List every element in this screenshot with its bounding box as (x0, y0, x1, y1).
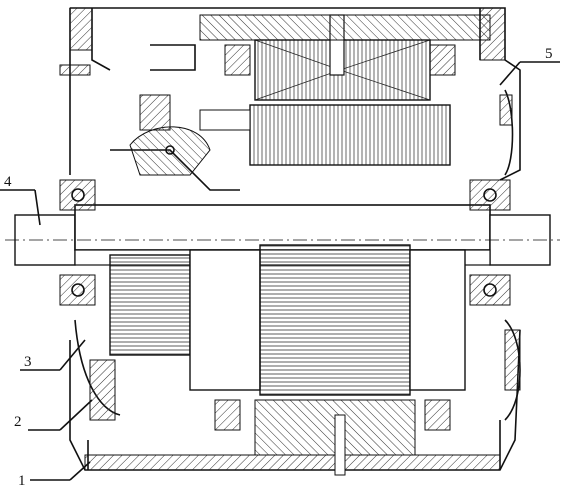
callout-1: 1 (18, 461, 91, 489)
callout-4: 4 (0, 174, 41, 226)
callout-label-2: 2 (14, 414, 22, 430)
callout-3: 3 (20, 339, 86, 371)
callout-5: 5 (499, 46, 560, 86)
callout-label-1: 1 (18, 473, 26, 489)
callout-label-3: 3 (24, 354, 32, 370)
commutator (74, 254, 191, 421)
callout-2: 2 (14, 399, 93, 431)
rotor-core (189, 244, 466, 476)
brush-gear (59, 44, 251, 191)
callout-label-4: 4 (4, 174, 12, 190)
bearings (59, 179, 511, 306)
motor-housing (69, 7, 521, 471)
end-shield-right (499, 89, 521, 421)
stator-core-top (199, 14, 491, 166)
callout-label-5: 5 (545, 46, 553, 62)
